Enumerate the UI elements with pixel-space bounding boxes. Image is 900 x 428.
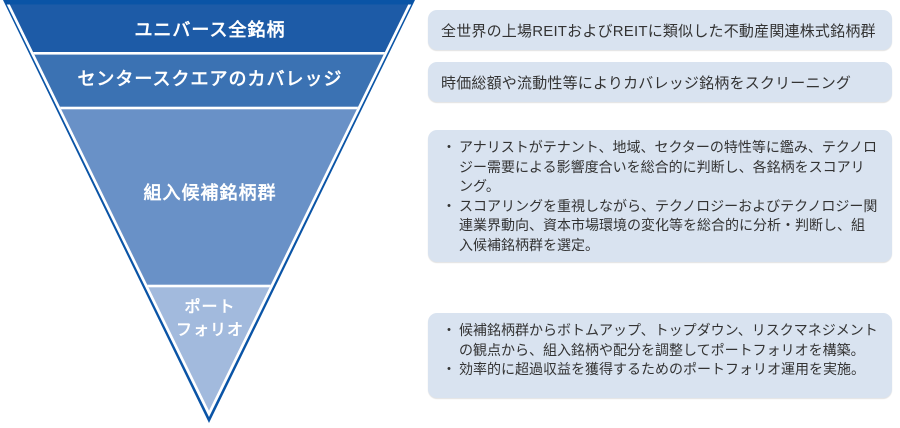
bullet-item: ・ スコアリングを重視しながら、テクノロジーおよびテクノロジー関連業界動向、資本…: [442, 197, 878, 256]
bullet-text-construction: 候補銘柄群からボトムアップ、トップダウン、リスクマネジメントの観点から、組入銘柄…: [459, 322, 878, 358]
bullet-text-management: 効率的に超過収益を獲得するためのポートフォリオ運用を実施。: [459, 361, 865, 377]
funnel-separator-1: [9, 52, 409, 55]
description-box-coverage: 時価総額や流動性等によりカバレッジ銘柄をスクリーニング: [428, 62, 892, 102]
description-box-candidates: ・ アナリストがテナント、地域、セクターの特性等に鑑み、テクノロジー需要による影…: [428, 130, 892, 262]
funnel-segment-coverage: [9, 53, 409, 108]
bullet-marker: ・: [442, 361, 456, 377]
funnel-segment-portfolio: [9, 286, 409, 411]
bullet-item: ・ 効率的に超過収益を獲得するためのポートフォリオ運用を実施。: [442, 360, 878, 380]
description-box-universe: 全世界の上場REITおよびREITに類似した不動産関連株式銘柄群: [428, 10, 892, 50]
funnel-segment-candidates: [9, 108, 409, 286]
description-text-universe: 全世界の上場REITおよびREITに類似した不動産関連株式銘柄群: [441, 22, 876, 40]
description-box-portfolio: ・ 候補銘柄群からボトムアップ、トップダウン、リスクマネジメントの観点から、組入…: [428, 313, 892, 398]
bullet-text-selection: スコアリングを重視しながら、テクノロジーおよびテクノロジー関連業界動向、資本市場…: [459, 197, 878, 253]
funnel-segment-universe: [9, 4, 409, 53]
bullet-marker: ・: [442, 197, 456, 214]
bullet-marker: ・: [442, 139, 456, 155]
description-text-coverage: 時価総額や流動性等によりカバレッジ銘柄をスクリーニング: [441, 74, 852, 92]
bullet-item: ・ 候補銘柄群からボトムアップ、トップダウン、リスクマネジメントの観点から、組入…: [442, 321, 878, 360]
bullet-text-scoring: アナリストがテナント、地域、セクターの特性等に鑑み、テクノロジー需要による影響度…: [459, 139, 878, 194]
funnel-separator-2: [9, 106, 409, 110]
bullet-item: ・ アナリストがテナント、地域、セクターの特性等に鑑み、テクノロジー需要による影…: [442, 138, 878, 197]
bullet-marker: ・: [442, 322, 456, 338]
funnel: ユニバース全銘柄 センタースクエアのカバレッジ 組入候補銘柄群 ポート フォリオ: [0, 0, 420, 428]
funnel-graphic: [3, 0, 415, 423]
funnel-separator-3: [9, 284, 409, 288]
